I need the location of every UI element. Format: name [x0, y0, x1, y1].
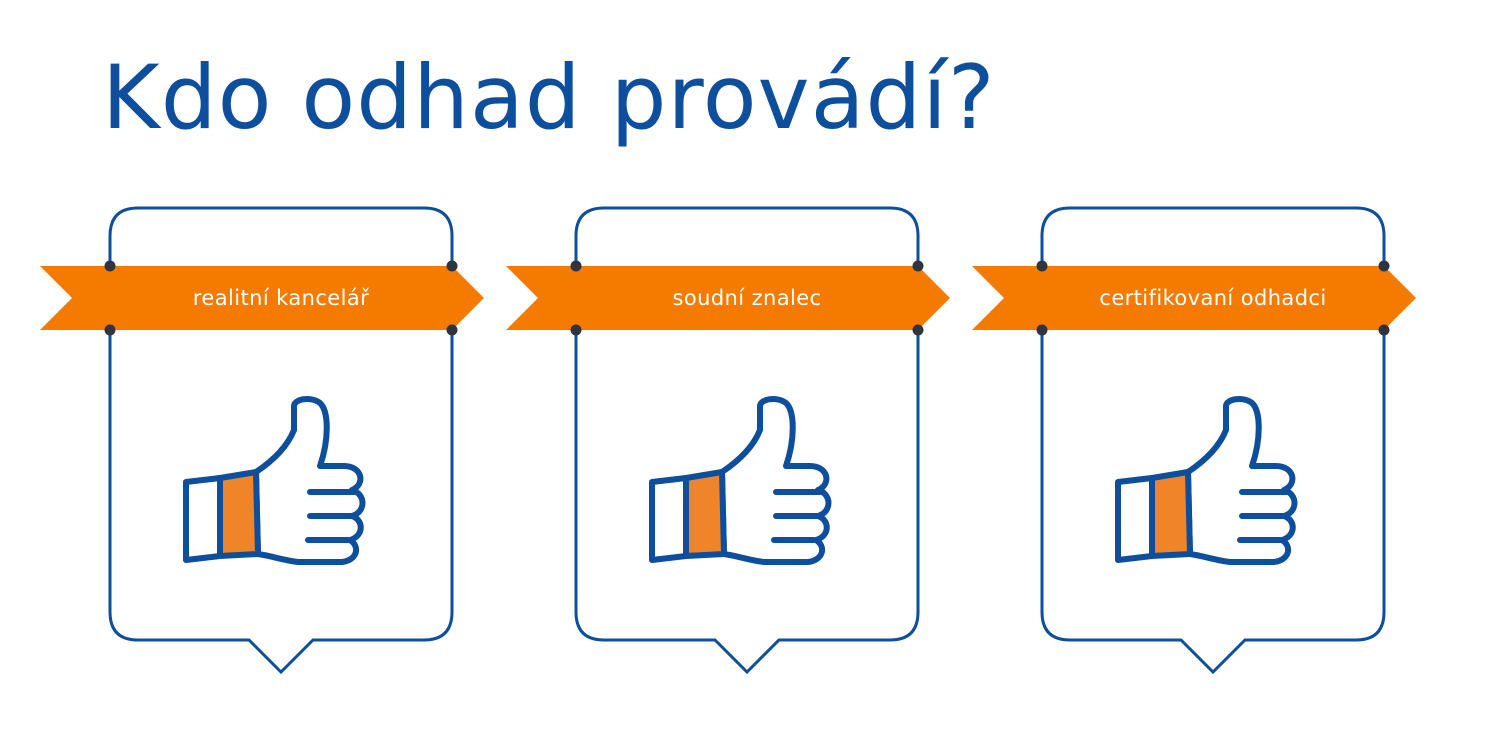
- chevron-arrow: [506, 266, 950, 330]
- connector-dot: [570, 260, 582, 272]
- step-label: realitní kancelář: [193, 286, 369, 310]
- chevron-arrow: [40, 266, 484, 330]
- connector-dot: [446, 260, 458, 272]
- connector-dot: [1036, 324, 1048, 336]
- connector-dot: [1378, 260, 1390, 272]
- step-label: soudní znalec: [673, 286, 822, 310]
- page-title: Kdo odhad provádí?: [102, 46, 996, 149]
- chevron-arrow: [972, 266, 1416, 330]
- step-label: certifikovaní odhadci: [1099, 286, 1326, 310]
- connector-dot: [912, 324, 924, 336]
- connector-dot: [1378, 324, 1390, 336]
- connector-dot: [1036, 260, 1048, 272]
- step-1: realitní kancelář: [40, 206, 484, 675]
- connector-dot: [912, 260, 924, 272]
- step-3: certifikovaní odhadci: [972, 206, 1416, 675]
- connector-dot: [570, 324, 582, 336]
- connector-dot: [446, 324, 458, 336]
- connector-dot: [104, 324, 116, 336]
- connector-dot: [104, 260, 116, 272]
- step-2: soudní znalec: [506, 206, 950, 675]
